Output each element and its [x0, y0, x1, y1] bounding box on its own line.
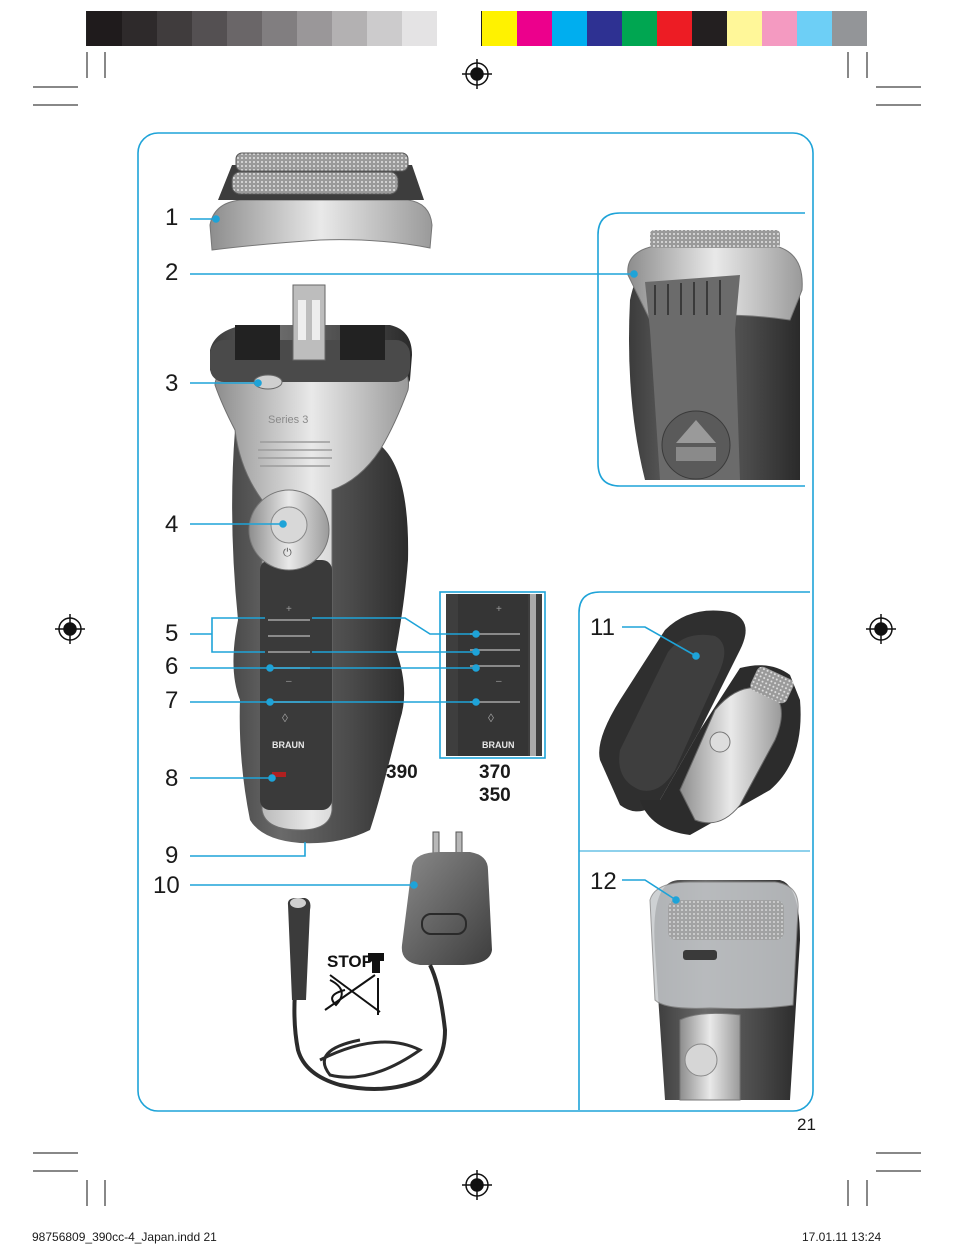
inset-plus-sign: + — [496, 604, 502, 615]
callout-9: 9 — [165, 842, 179, 869]
registration-mark-top — [462, 59, 492, 89]
gray-swatch — [437, 11, 472, 46]
inset-frame-2 — [597, 212, 805, 487]
process-swatch — [657, 11, 692, 46]
callout-1: 1 — [165, 204, 179, 231]
brand-logo: BRAUN — [272, 740, 305, 750]
svg-text:◊: ◊ — [282, 711, 288, 725]
inset-frame-11-12 — [578, 591, 810, 1110]
process-swatch — [797, 11, 832, 46]
gray-swatch — [402, 11, 437, 46]
model-390-label: 390 — [386, 762, 418, 783]
shaving-head-cassette — [209, 152, 433, 251]
callout-3: 3 — [165, 370, 179, 397]
process-swatch — [552, 11, 587, 46]
model-350-label: 350 — [479, 785, 511, 806]
gray-swatch — [157, 11, 192, 46]
footer-file-info: 98756809_390cc-4_Japan.indd 21 — [32, 1230, 217, 1244]
minus-sign: – — [286, 676, 292, 687]
shaver-390: Series 3 ⏻ + – ◊ BRAUN — [210, 284, 412, 844]
crop-marks — [33, 52, 921, 1206]
process-swatch — [482, 11, 517, 46]
callout-5: 5 — [165, 620, 179, 647]
plus-sign: + — [286, 604, 292, 615]
callout-6: 6 — [165, 653, 179, 680]
callout-12: 12 — [590, 868, 617, 895]
callout-4: 4 — [165, 511, 179, 538]
gray-swatch — [262, 11, 297, 46]
page-number: 21 — [797, 1115, 816, 1134]
charger-and-cord — [287, 831, 492, 1091]
footer-datetime: 17.01.11 13:24 — [802, 1230, 882, 1244]
figure-frame — [137, 132, 814, 1112]
power-symbol: ⏻ — [283, 547, 292, 559]
gray-swatch — [87, 11, 122, 46]
callout-11: 11 — [590, 614, 615, 641]
stop-label: STOP — [327, 952, 373, 971]
callout-10: 10 — [153, 872, 180, 899]
inset-brand-logo: BRAUN — [482, 740, 515, 750]
process-swatch — [727, 11, 762, 46]
gray-swatch — [367, 11, 402, 46]
travel-case — [599, 610, 801, 835]
process-swatch — [622, 11, 657, 46]
gray-swatch — [192, 11, 227, 46]
svg-text:◊: ◊ — [488, 711, 494, 725]
button-inset-frame — [439, 591, 546, 759]
gray-swatch — [122, 11, 157, 46]
series-label: Series 3 — [268, 414, 308, 426]
callout-8: 8 — [165, 765, 179, 792]
shaver-370-350-buttons: + – ◊ BRAUN — [446, 594, 542, 756]
stop-warning-symbol: STOP — [324, 952, 384, 1015]
callout-2: 2 — [165, 259, 179, 286]
callout-lines — [190, 215, 700, 904]
registration-mark-bottom — [462, 1170, 492, 1200]
protective-cap-shaver — [649, 880, 800, 1101]
process-swatch — [832, 11, 867, 46]
process-swatch — [762, 11, 797, 46]
gray-swatch — [332, 11, 367, 46]
gray-swatch — [297, 11, 332, 46]
process-swatch — [517, 11, 552, 46]
registration-mark-left — [55, 614, 85, 644]
process-swatch — [692, 11, 727, 46]
trimmer-inset-shaver — [627, 230, 803, 480]
callout-7: 7 — [165, 687, 179, 714]
gray-swatch — [227, 11, 262, 46]
registration-mark-right — [866, 614, 896, 644]
process-swatch — [587, 11, 622, 46]
inset-minus-sign: – — [496, 676, 502, 687]
model-370-label: 370 — [479, 762, 511, 783]
